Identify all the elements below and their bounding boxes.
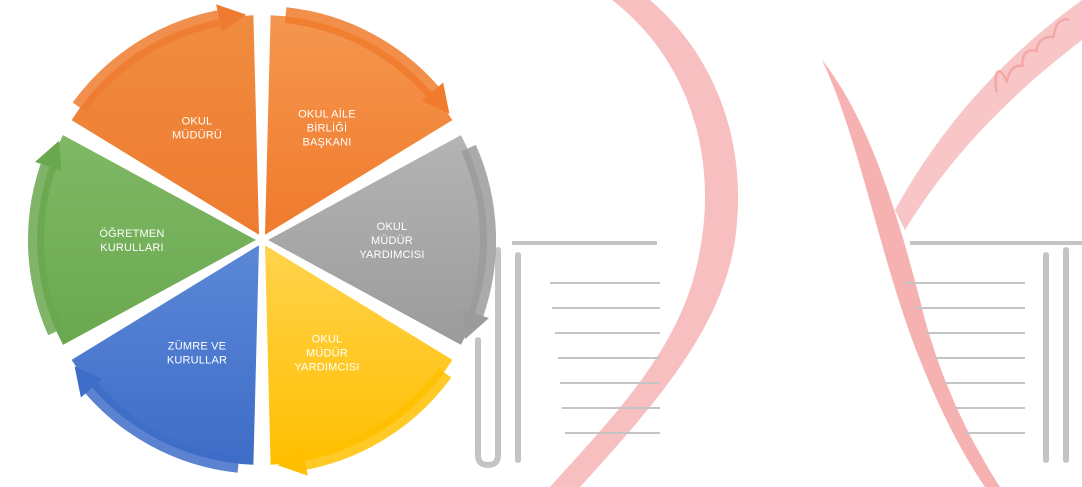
cycle-arrowhead-okul-mudur-yardimcisi-1 bbox=[462, 309, 489, 340]
cycle-arrows bbox=[27, 4, 497, 476]
cycle-arrow-okul-aile-birligi-baskani bbox=[284, 7, 444, 103]
segment-label-ogretmen-kurullari: ÖĞRETMEN KURULLARI bbox=[99, 227, 164, 254]
segment-label-line: MÜDÜR bbox=[371, 235, 413, 247]
segment-label-line: YARDIMCISI bbox=[359, 249, 424, 261]
segment-label-line: YARDIMCISI bbox=[294, 362, 359, 374]
segment-label-zumre-ve-kurullar: ZÜMRE VE KURULLAR bbox=[167, 341, 227, 367]
segment-label-line: KURULLARI bbox=[100, 242, 164, 254]
segment-label-line: BİRLİĞİ bbox=[307, 121, 348, 134]
cycle-arrowhead-okul-aile-birligi-baskani bbox=[422, 82, 450, 114]
segment-label-line: OKUL AİLE bbox=[298, 107, 356, 120]
segment-label-line: ÖĞRETMEN bbox=[99, 227, 164, 240]
segment-label-line: OKUL bbox=[182, 115, 213, 127]
segment-label-okul-muduru: OKUL MÜDÜRÜ bbox=[172, 115, 222, 141]
segment-wedge-ogretmen-kurullari bbox=[37, 135, 256, 345]
cycle-arrow-zumre-ve-kurullar bbox=[80, 377, 240, 473]
segment-label-line: BAŞKANI bbox=[302, 136, 351, 148]
pink-swoosh-right bbox=[895, 0, 1082, 230]
cycle-arrowhead-okul-muduru bbox=[216, 4, 247, 32]
cycle-arrow-okul-muduru bbox=[72, 8, 228, 112]
segment-label-line: MÜDÜRÜ bbox=[172, 129, 222, 141]
cycle-arrowhead-okul-mudur-yardimcisi-2 bbox=[277, 448, 308, 476]
segment-label-line: KURULLAR bbox=[167, 355, 227, 367]
book-illustration-left bbox=[475, 241, 660, 469]
cycle-arrowhead-ogretmen-kurullari bbox=[35, 140, 62, 171]
segment-label-okul-mudur-yardimcisi-2: OKUL MÜDÜR YARDIMCISI bbox=[294, 334, 359, 374]
background-decoration bbox=[475, 0, 1082, 487]
segment-label-line: OKUL bbox=[312, 334, 343, 346]
cycle-arrowhead-zumre-ve-kurullar bbox=[74, 366, 102, 398]
segment-label-line: ZÜMRE VE bbox=[168, 341, 226, 353]
cycle-arrow-ogretmen-kurullari bbox=[27, 156, 63, 336]
segment-wedge-okul-mudur-yardimcisi-1 bbox=[268, 135, 487, 345]
segment-label-okul-mudur-yardimcisi-1: OKUL MÜDÜR YARDIMCISI bbox=[359, 221, 424, 261]
pink-swoosh-middle bbox=[822, 60, 1000, 487]
segment-label-line: MÜDÜR bbox=[306, 348, 348, 360]
book-illustration-right bbox=[905, 241, 1082, 463]
segment-label-line: OKUL bbox=[377, 221, 408, 233]
pink-swoosh-left bbox=[550, 0, 739, 487]
signature-graphic bbox=[994, 18, 1070, 93]
cycle-arrow-okul-mudur-yardimcisi-2 bbox=[296, 368, 452, 472]
cycle-arrow-okul-mudur-yardimcisi-1 bbox=[461, 144, 497, 324]
